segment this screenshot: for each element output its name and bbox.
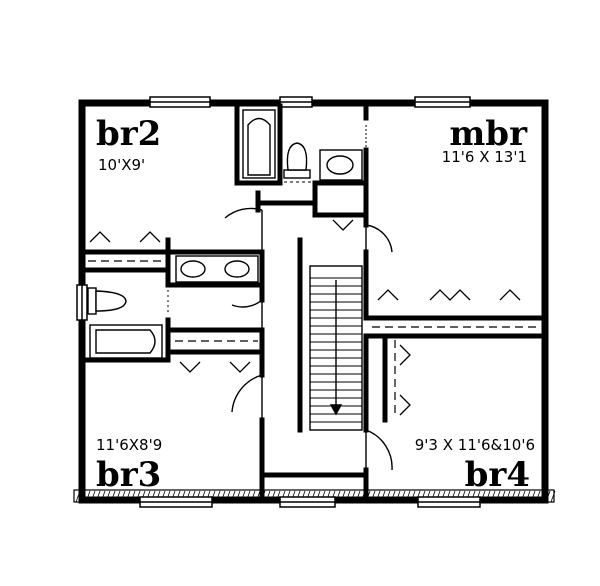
room-label-br2: br2 (96, 114, 161, 154)
staircase (309, 265, 363, 431)
room-label-br4: br4 (465, 455, 530, 495)
window-left (76, 284, 88, 321)
upper-sink (319, 149, 363, 181)
room-dims-br2: 10'X9' (98, 156, 145, 174)
lower-bathtub (89, 324, 163, 359)
upper-toilet (283, 142, 311, 179)
double-vanity (175, 255, 259, 283)
windows-top (149, 96, 471, 108)
lower-toilet (87, 287, 127, 315)
windows-bottom (139, 496, 481, 508)
room-dims-br3: 11'6X8'9 (96, 436, 162, 454)
room-dims-mbr: 11'6 X 13'1 (442, 148, 527, 166)
room-dims-br4: 9'3 X 11'6&10'6 (415, 436, 535, 454)
door-swings (224, 207, 393, 471)
upper-bathtub (242, 109, 276, 179)
room-label-br3: br3 (96, 455, 161, 495)
bifold-doors (89, 219, 521, 416)
interior-walls (79, 103, 548, 503)
room-label-mbr: mbr (449, 114, 528, 154)
